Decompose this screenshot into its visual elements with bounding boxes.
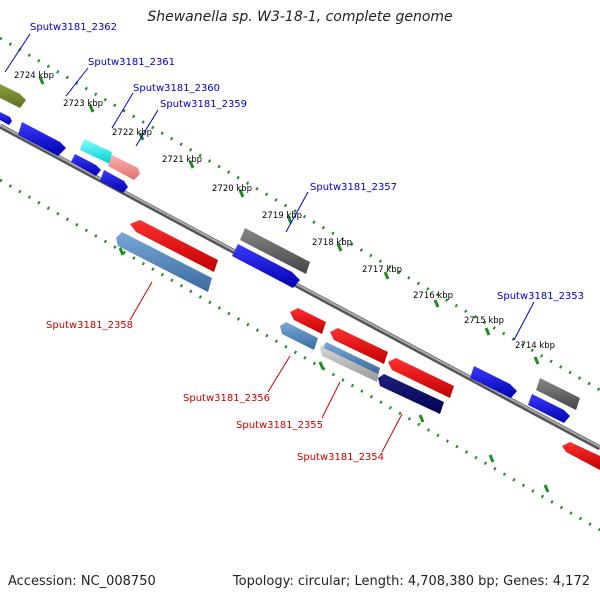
- gene-2360[interactable]: [80, 139, 112, 164]
- gene-2355-overlay: [324, 342, 380, 374]
- tick-label: 2716 kbp: [413, 291, 453, 301]
- gene-label-sputw3181-2355[interactable]: Sputw3181_2355: [236, 420, 323, 431]
- gene-label-sputw3181-2357[interactable]: Sputw3181_2357: [310, 182, 397, 193]
- tick-marks: [38, 76, 550, 493]
- gene-forward[interactable]: [100, 170, 128, 193]
- label-connector: [513, 301, 535, 341]
- gene-2353[interactable]: [536, 378, 580, 410]
- accession-text: Accession: NC_008750: [8, 574, 156, 589]
- gene-label-sputw3181-2360[interactable]: Sputw3181_2360: [133, 83, 220, 94]
- label-connector: [321, 381, 341, 419]
- tick-label: 2724 kbp: [14, 71, 54, 81]
- label-connector: [111, 92, 134, 129]
- gene-red[interactable]: [130, 220, 218, 272]
- gene-forward[interactable]: [71, 154, 101, 176]
- gene-forward[interactable]: [528, 394, 570, 423]
- gene-red[interactable]: [330, 328, 388, 364]
- gene-2358[interactable]: [116, 232, 212, 292]
- gene-red[interactable]: [290, 308, 326, 334]
- gene-forward[interactable]: [232, 244, 300, 288]
- tick-label: 2722 kbp: [112, 128, 152, 138]
- gene-2356[interactable]: [280, 322, 318, 350]
- tick-label: 2720 kbp: [212, 184, 252, 194]
- gene-label-sputw3181-2353[interactable]: Sputw3181_2353: [497, 291, 584, 302]
- tick-label: 2718 kbp: [312, 238, 352, 248]
- gene-2362[interactable]: [0, 84, 26, 108]
- genome-backbone-highlight: [0, 124, 600, 448]
- label-connector: [267, 355, 291, 393]
- gene-forward[interactable]: [470, 366, 517, 398]
- gene-forward[interactable]: [18, 122, 66, 156]
- gene-2359[interactable]: [108, 155, 140, 180]
- gene-label-sputw3181-2361[interactable]: Sputw3181_2361: [88, 57, 175, 68]
- label-connector: [4, 33, 31, 73]
- genome-summary-text: Topology: circular; Length: 4,708,380 bp…: [232, 574, 590, 589]
- forward-genes: [0, 84, 580, 423]
- tick-label: 2714 kbp: [515, 341, 555, 351]
- tick-label: 2719 kbp: [262, 211, 302, 221]
- gene-2354[interactable]: [378, 374, 444, 414]
- tick-label: 2723 kbp: [63, 99, 103, 109]
- reverse-genes: [116, 220, 600, 470]
- tick-label: 2721 kbp: [162, 155, 202, 165]
- gene-2357[interactable]: [240, 228, 310, 274]
- gene-label-sputw3181-2354[interactable]: Sputw3181_2354: [297, 452, 384, 463]
- gene-red[interactable]: [388, 358, 454, 398]
- label-connector: [381, 413, 403, 453]
- map-title: Shewanella sp. W3-18-1, complete genome: [147, 9, 453, 25]
- tick-label: 2715 kbp: [464, 316, 504, 326]
- gene-red[interactable]: [562, 442, 600, 470]
- gene-label-sputw3181-2362[interactable]: Sputw3181_2362: [30, 22, 117, 33]
- gene-label-sputw3181-2356[interactable]: Sputw3181_2356: [183, 393, 270, 404]
- label-connector: [135, 109, 159, 147]
- gene-label-sputw3181-2359[interactable]: Sputw3181_2359: [160, 99, 247, 110]
- tick-label: 2717 kbp: [362, 265, 402, 275]
- label-connector: [129, 281, 153, 321]
- label-connector: [285, 191, 309, 233]
- gene-label-sputw3181-2358[interactable]: Sputw3181_2358: [46, 320, 133, 331]
- gene-forward[interactable]: [0, 112, 12, 125]
- label-connector: [65, 67, 89, 97]
- ruler-inner: [0, 178, 600, 532]
